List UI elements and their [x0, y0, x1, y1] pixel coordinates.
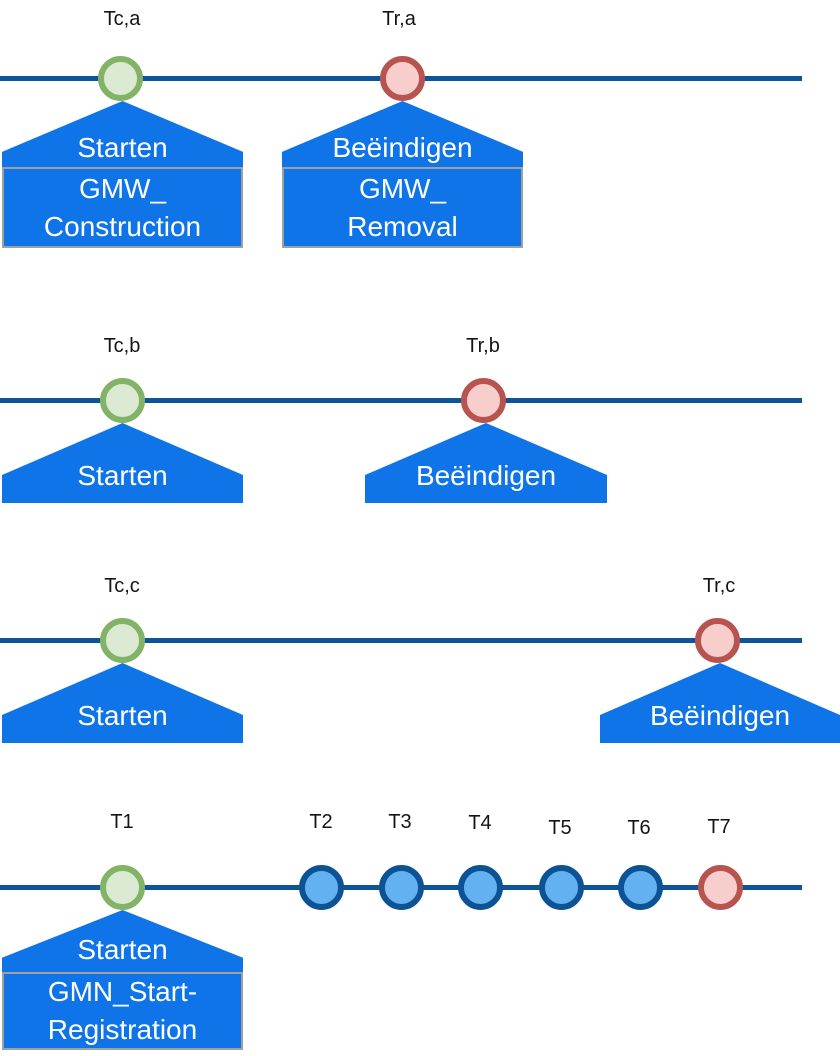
end-event-marker-c: [695, 618, 740, 663]
action-callout-start-t1-label: Starten: [77, 934, 168, 965]
intermediate-event-marker-t5: [539, 865, 584, 910]
timeline-c-line: [0, 638, 802, 643]
action-callout-end-c-label: Beëindigen: [649, 700, 791, 731]
action-callout-start-a: Starten: [2, 101, 243, 167]
event-label-t1: T1: [110, 811, 134, 833]
timeline-b-line: [0, 398, 802, 403]
action-callout-start-c: Starten: [2, 663, 243, 743]
object-box-gmn-start-registration: GMN_Start- Registration: [2, 972, 243, 1050]
end-event-marker-b: [461, 378, 506, 423]
action-callout-end-a-label: Beëindigen: [332, 132, 473, 163]
action-callout-end-b: Beëindigen: [365, 423, 607, 503]
event-label-tca: Tc,a: [103, 8, 141, 30]
start-event-marker-c: [100, 618, 145, 663]
end-event-marker-a: [380, 56, 425, 101]
intermediate-event-marker-t2: [299, 865, 344, 910]
event-label-t4: T4: [468, 812, 492, 834]
event-label-t3: T3: [388, 811, 412, 833]
start-event-marker-a: [98, 56, 143, 101]
action-callout-end-a: Beëindigen: [282, 101, 523, 167]
object-box-gmw-removal: GMW_ Removal: [282, 167, 523, 248]
action-callout-start-b-label: Starten: [77, 460, 168, 491]
action-callout-start-c-label: Starten: [77, 700, 168, 731]
event-label-trb: Tr,b: [466, 335, 500, 357]
event-label-tra: Tr,a: [382, 8, 416, 30]
intermediate-event-marker-t4: [458, 865, 503, 910]
event-label-t6: T6: [627, 817, 651, 839]
event-label-trc: Tr,c: [702, 575, 736, 597]
event-label-t7: T7: [707, 816, 731, 838]
action-callout-end-b-label: Beëindigen: [415, 460, 557, 491]
intermediate-event-marker-t6: [618, 865, 663, 910]
action-callout-start-a-label: Starten: [77, 132, 168, 163]
action-callout-end-c: Beëindigen: [600, 663, 840, 743]
event-label-tcc: Tc,c: [104, 575, 140, 597]
action-callout-start-b: Starten: [2, 423, 243, 503]
event-label-t2: T2: [309, 811, 333, 833]
event-label-t5: T5: [548, 817, 572, 839]
event-label-tcb: Tc,b: [103, 335, 141, 357]
intermediate-event-marker-t3: [379, 865, 424, 910]
end-event-marker-t7: [698, 865, 743, 910]
action-callout-start-t1: Starten: [2, 910, 243, 972]
object-box-gmw-construction: GMW_ Construction: [2, 167, 243, 248]
start-event-marker-b: [100, 378, 145, 423]
start-event-marker-t1: [100, 865, 145, 910]
